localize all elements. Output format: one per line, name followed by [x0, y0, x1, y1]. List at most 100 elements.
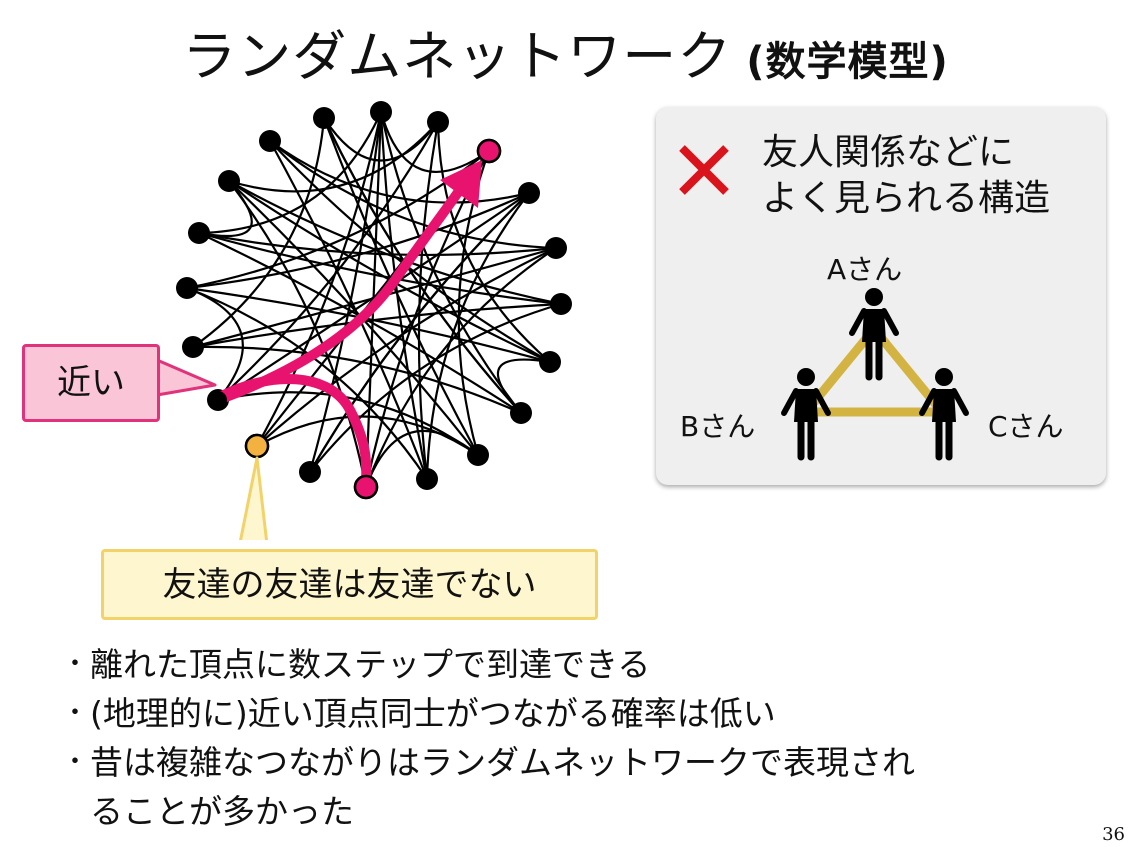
title-main: ランダムネットワーク	[182, 25, 733, 88]
near-node	[209, 391, 227, 409]
network-node	[539, 351, 561, 373]
network-edge	[269, 140, 530, 204]
network-node	[416, 468, 438, 490]
person-body	[932, 389, 956, 422]
network-edge	[309, 302, 562, 473]
network-node	[299, 461, 321, 483]
panel-text: 友人関係などに よく見られる構造	[762, 130, 1050, 222]
network-edge	[186, 191, 530, 290]
person-head	[797, 368, 815, 386]
callout-friend-label: 友達の友達は友達でない	[162, 564, 537, 605]
callout-near-label: 近い	[57, 363, 125, 403]
network-node	[427, 111, 449, 133]
title-sub: (数学模型)	[746, 39, 949, 85]
bullet-marker: ・	[62, 747, 89, 777]
network-edge	[198, 180, 253, 238]
network-edge	[256, 415, 479, 456]
bullet-item-1: ・離れた頂点に数ステップで到達できる	[60, 640, 1100, 689]
network-node	[550, 293, 572, 315]
network-edge	[228, 121, 439, 193]
person-arms	[849, 308, 899, 336]
network-edge	[186, 286, 551, 364]
network-node	[176, 277, 198, 299]
bullet-item-3: ・昔は複雑なつながりはランダムネットワークで表現され	[60, 738, 1100, 787]
network-edge	[379, 111, 490, 173]
bullet-text-3: 昔は複雑なつながりはランダムネットワークで表現され	[90, 743, 915, 782]
network-edge	[323, 117, 439, 162]
network-node	[518, 182, 540, 204]
person-arms	[919, 388, 969, 416]
bullet-marker: ・	[62, 649, 89, 679]
short-path-arc	[213, 373, 372, 492]
person-legs	[935, 417, 953, 461]
network-edge	[309, 192, 530, 473]
callout-friend-of-friend: 友達の友達は友達でない	[101, 549, 598, 620]
person-a-label: Aさん	[827, 253, 903, 286]
bullet-item-4: ることが多かった	[60, 787, 1100, 836]
cross-icon	[679, 145, 729, 195]
triad-diagram	[781, 288, 969, 461]
network-edge	[425, 192, 530, 480]
bullet-item-2: ・(地理的に)近い頂点同士がつながる確率は低い	[60, 689, 1100, 738]
network-edge	[217, 121, 439, 401]
person-icon	[781, 368, 831, 461]
person-arms	[781, 388, 831, 416]
network-edge	[198, 111, 383, 235]
network-node	[370, 101, 392, 123]
bullet-list: ・離れた頂点に数ステップで到達できる ・(地理的に)近い頂点同士がつながる確率は…	[60, 640, 1100, 836]
arrow-head-icon	[440, 160, 482, 208]
page-number: 36	[1102, 824, 1125, 845]
person-head	[935, 368, 953, 386]
slide-title: ランダムネットワーク (数学模型)	[0, 12, 1131, 91]
network-edge	[192, 117, 326, 348]
person-icon	[849, 288, 899, 381]
network-edge	[269, 140, 557, 250]
network-node	[467, 444, 489, 466]
network-edge	[228, 180, 551, 363]
network-node	[182, 336, 204, 358]
bullet-text-4: ることが多かった	[90, 792, 354, 831]
person-c-label: Cさん	[988, 410, 1064, 443]
network-edge	[322, 117, 479, 456]
random-network-diagram	[155, 101, 572, 540]
highlighted-node	[244, 433, 270, 459]
person-legs	[797, 417, 815, 461]
network-highlights	[209, 138, 502, 500]
near-callout-pointer	[155, 358, 217, 397]
network-edge	[186, 286, 244, 401]
person-b-label: Bさん	[680, 410, 756, 443]
person-body	[794, 389, 818, 422]
triad-triangle	[801, 324, 947, 417]
network-node	[259, 130, 281, 152]
network-node	[218, 170, 240, 192]
person-legs	[865, 337, 883, 381]
network-edge	[417, 121, 440, 480]
network-node	[188, 222, 210, 244]
person-body	[862, 309, 886, 342]
network-node	[510, 402, 532, 424]
network-edge	[496, 358, 551, 414]
network-edge	[323, 117, 522, 414]
network-node	[313, 107, 335, 129]
long-path-arrow	[213, 170, 475, 405]
triad-persons	[781, 288, 969, 461]
bullet-text-2: (地理的に)近い頂点同士がつながる確率は低い	[90, 694, 776, 733]
friend-callout-pointer	[239, 456, 269, 540]
bullet-marker: ・	[62, 698, 89, 728]
callout-pointers	[155, 358, 269, 540]
network-edge	[198, 231, 562, 306]
network-edge	[364, 429, 479, 488]
person-icon	[919, 368, 969, 461]
highlighted-node	[353, 474, 379, 500]
panel-line-1: 友人関係などに	[762, 132, 1015, 173]
network-edge	[198, 231, 557, 257]
person-head	[865, 288, 883, 306]
highlighted-node	[476, 138, 502, 164]
network-node	[545, 237, 567, 259]
network-edge	[256, 111, 383, 447]
panel-line-2: よく見られる構造	[762, 178, 1051, 219]
network-edge	[364, 247, 557, 488]
callout-near: 近い	[22, 344, 160, 422]
bullet-text-1: 離れた頂点に数ステップで到達できる	[90, 645, 651, 684]
